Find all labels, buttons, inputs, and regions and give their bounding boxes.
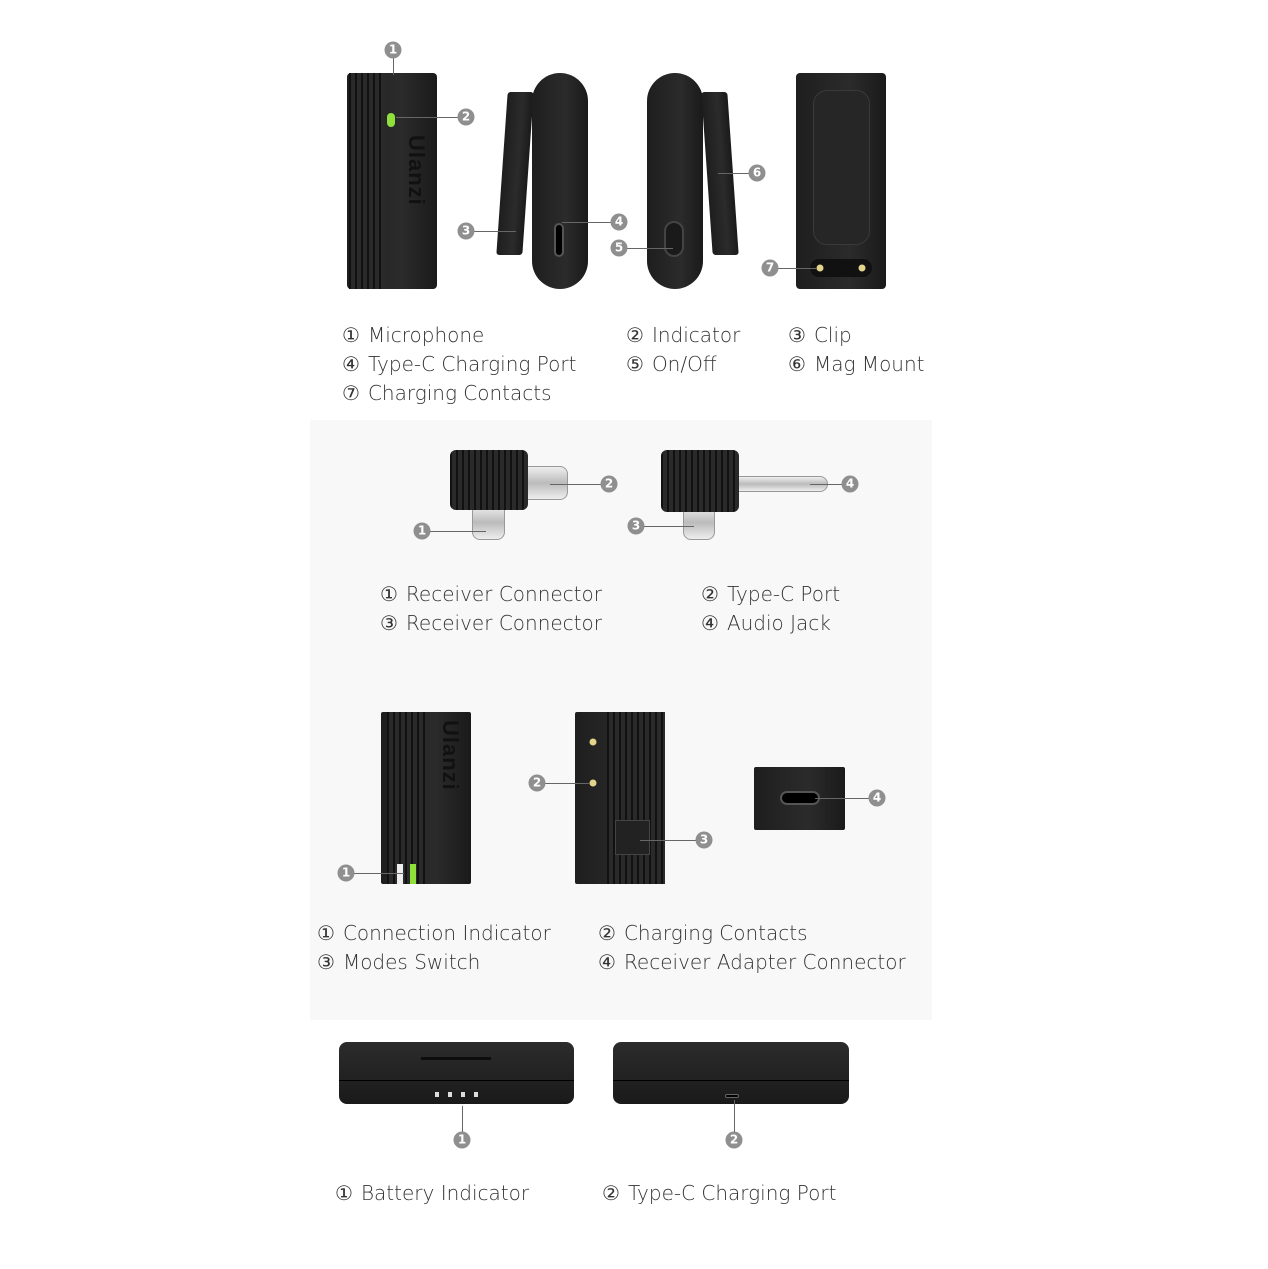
charging-case-back bbox=[613, 1042, 849, 1104]
type-c-plug bbox=[523, 466, 568, 500]
callout-1: 1 bbox=[384, 41, 402, 59]
type-c-adapter bbox=[450, 450, 528, 510]
type-c-socket bbox=[780, 791, 820, 805]
callout-6: 6 bbox=[748, 164, 766, 182]
callout-7: 7 bbox=[761, 259, 779, 277]
callout-5: 5 bbox=[610, 239, 628, 257]
connection-indicator-white bbox=[397, 864, 403, 884]
callout-4: 4 bbox=[610, 213, 628, 231]
callout-1: 1 bbox=[413, 522, 431, 540]
callout-2: 2 bbox=[725, 1131, 743, 1149]
type-c-port bbox=[554, 223, 564, 257]
charging-contact bbox=[858, 264, 866, 272]
ulanzi-logo: Ulanzi bbox=[438, 720, 463, 791]
transmitter-back bbox=[796, 73, 886, 289]
type-c-port bbox=[725, 1094, 739, 1098]
charging-case-front bbox=[339, 1042, 574, 1104]
callout-4: 4 bbox=[868, 789, 886, 807]
transmitter-side-button bbox=[647, 73, 703, 289]
receiver-back bbox=[575, 712, 665, 884]
callout-2: 2 bbox=[600, 475, 618, 493]
indicator-led bbox=[387, 113, 395, 127]
charging-contact bbox=[589, 779, 597, 787]
receiver-plug bbox=[472, 505, 505, 540]
power-button bbox=[664, 221, 684, 257]
callout-3: 3 bbox=[695, 831, 713, 849]
callout-2: 2 bbox=[457, 108, 475, 126]
charging-contact bbox=[816, 264, 824, 272]
transmitter-front: Ulanzi bbox=[347, 73, 437, 289]
callout-2: 2 bbox=[528, 774, 546, 792]
audio-adapter bbox=[661, 450, 739, 512]
callout-3: 3 bbox=[457, 222, 475, 240]
connection-indicator-green bbox=[410, 864, 416, 884]
callout-1: 1 bbox=[337, 864, 355, 882]
callout-1: 1 bbox=[453, 1131, 471, 1149]
battery-indicator bbox=[435, 1092, 479, 1097]
receiver-front: Ulanzi bbox=[381, 712, 471, 884]
mag-mount bbox=[813, 90, 870, 245]
transmitter-side-port bbox=[532, 73, 588, 289]
ulanzi-logo: Ulanzi bbox=[404, 135, 429, 206]
callout-3: 3 bbox=[627, 517, 645, 535]
charging-contact bbox=[589, 738, 597, 746]
modes-switch bbox=[615, 820, 650, 855]
callout-4: 4 bbox=[841, 475, 859, 493]
